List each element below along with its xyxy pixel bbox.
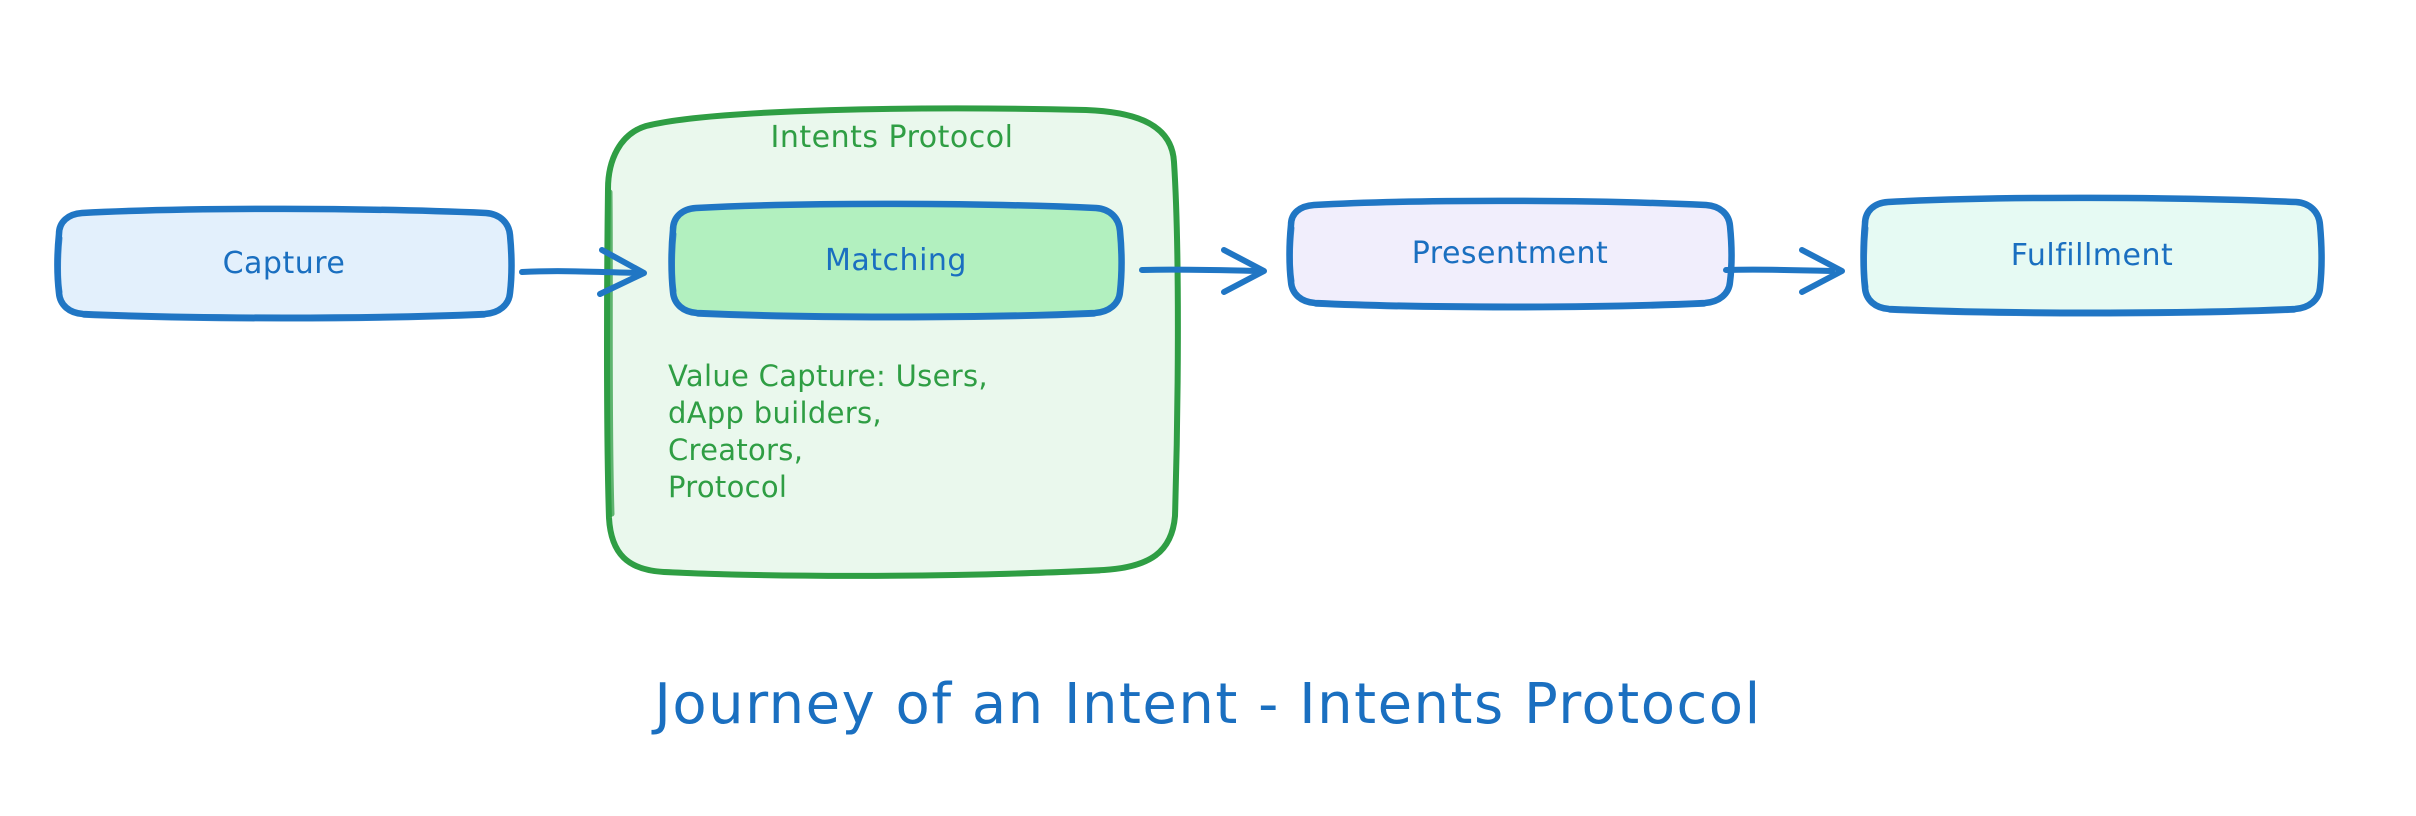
subgraph-note-line-3: Protocol xyxy=(668,470,788,505)
subgraph-title: Intents Protocol xyxy=(770,120,1014,155)
node-matching[interactable]: Matching xyxy=(668,200,1125,321)
subgraph-note-line-1: Value Capture: Users, xyxy=(668,359,988,393)
subgraph-border-shape xyxy=(604,105,1181,579)
diagram-title: Journey of an Intent - Intents Protocol xyxy=(654,672,1762,737)
subgraph-note: Value Capture: Users, dApp builders, Cre… xyxy=(668,358,998,506)
node-fulfillment[interactable]: Fulfillment xyxy=(1860,194,2325,317)
node-presentment-label: Presentment xyxy=(1411,235,1609,271)
node-matching-label: Matching xyxy=(825,242,967,278)
node-capture-label: Capture xyxy=(222,245,346,281)
node-capture[interactable]: Capture xyxy=(54,205,515,322)
node-fulfillment-label: Fulfillment xyxy=(2010,237,2174,273)
node-presentment[interactable]: Presentment xyxy=(1286,197,1735,311)
subgraph-note-line-2: dApp builders, Creators, xyxy=(668,396,882,468)
subgraph-intents-protocol[interactable]: Intents Protocol Value Capture: Users, d… xyxy=(604,100,1181,579)
